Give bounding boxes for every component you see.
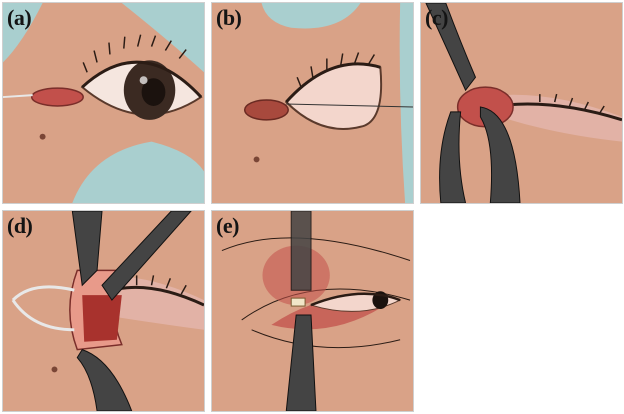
instrument-bottom <box>285 314 317 411</box>
panel-label: (d) <box>7 213 33 238</box>
panel-label: (b) <box>216 5 242 30</box>
instrument-diagonal <box>101 211 192 301</box>
eyelashes <box>310 292 401 307</box>
illustration-b <box>212 3 413 203</box>
lacrimal-tissue <box>243 99 289 121</box>
illustration-a <box>3 3 204 203</box>
glove-top-left <box>3 3 43 63</box>
glove-bottom <box>72 141 204 203</box>
instrument-bottom <box>76 349 133 411</box>
glove-top <box>261 3 361 29</box>
implant <box>290 297 306 307</box>
forceps-arm-top <box>425 3 477 92</box>
glove-top-right <box>121 3 204 73</box>
panel-d: (d) <box>2 210 205 412</box>
forceps-arm-right <box>479 106 521 203</box>
instrument-top <box>71 211 103 287</box>
muscle-strip <box>82 295 122 342</box>
panel-label: (c) <box>425 5 448 30</box>
illustration-d <box>3 211 204 411</box>
lacrimal-tissue <box>30 87 84 107</box>
panel-e: (e) <box>211 210 414 412</box>
illustration-e <box>212 211 413 411</box>
illustration-c <box>421 3 622 203</box>
panel-a: (a) <box>2 2 205 204</box>
glove-right <box>399 3 413 203</box>
eyelashes <box>81 60 203 99</box>
instrument-top <box>290 211 312 291</box>
eyelashes <box>285 62 381 104</box>
panel-c: (c) <box>420 2 623 204</box>
panel-b: (b) <box>211 2 414 204</box>
hook <box>11 285 75 332</box>
panel-label: (a) <box>7 5 32 30</box>
forceps-arm-left <box>439 111 467 203</box>
panel-label: (e) <box>216 213 239 238</box>
